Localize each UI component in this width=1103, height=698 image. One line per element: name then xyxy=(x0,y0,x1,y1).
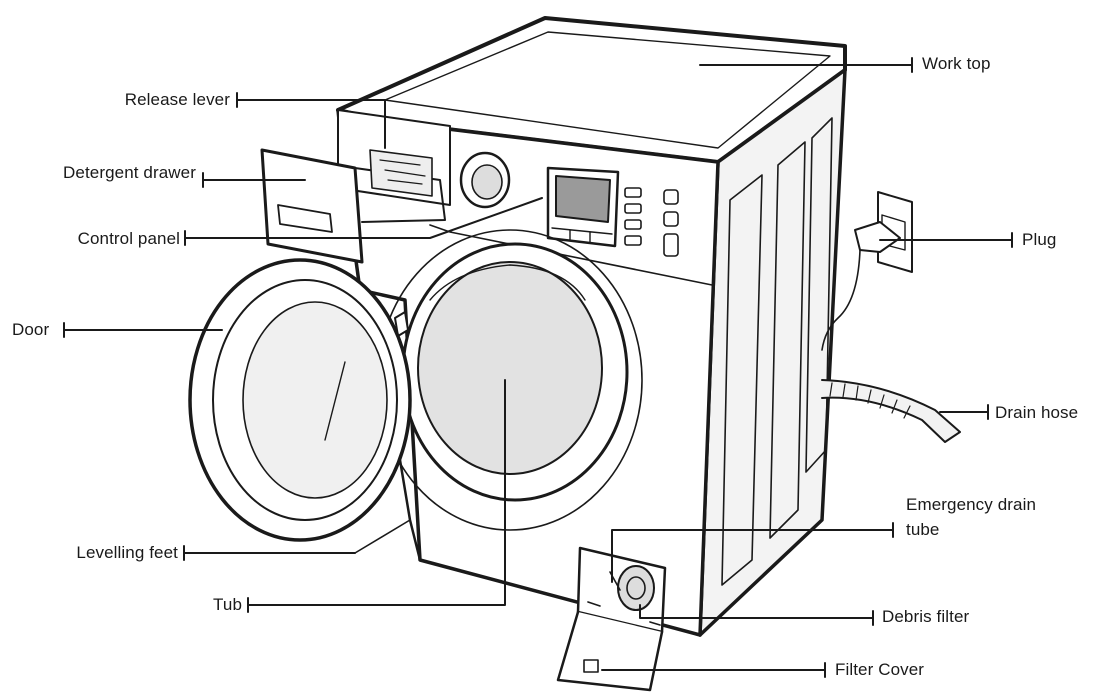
label-filter-cover: Filter Cover xyxy=(835,660,925,679)
label-emergency-drain-tube-line2: tube xyxy=(906,520,940,539)
machine-cabinet xyxy=(336,16,847,637)
plug xyxy=(821,191,913,351)
label-detergent-drawer: Detergent drawer xyxy=(63,163,196,182)
label-levelling-feet: Levelling feet xyxy=(76,543,178,562)
detergent-drawer xyxy=(260,109,451,264)
tub-opening xyxy=(377,229,643,531)
label-emergency-drain-tube-line1: Emergency drain xyxy=(906,495,1037,514)
label-control-panel: Control panel xyxy=(77,229,180,248)
label-work-top: Work top xyxy=(922,54,991,73)
label-plug: Plug xyxy=(1022,230,1057,249)
door xyxy=(188,258,412,542)
label-drain-hose: Drain hose xyxy=(995,403,1079,422)
label-debris-filter: Debris filter xyxy=(882,607,970,626)
label-door: Door xyxy=(12,320,50,339)
drain-hose xyxy=(821,379,961,443)
label-release-lever: Release lever xyxy=(124,90,230,109)
label-tub: Tub xyxy=(213,595,242,614)
control-panel xyxy=(459,151,679,257)
leader-lines xyxy=(63,57,1013,678)
